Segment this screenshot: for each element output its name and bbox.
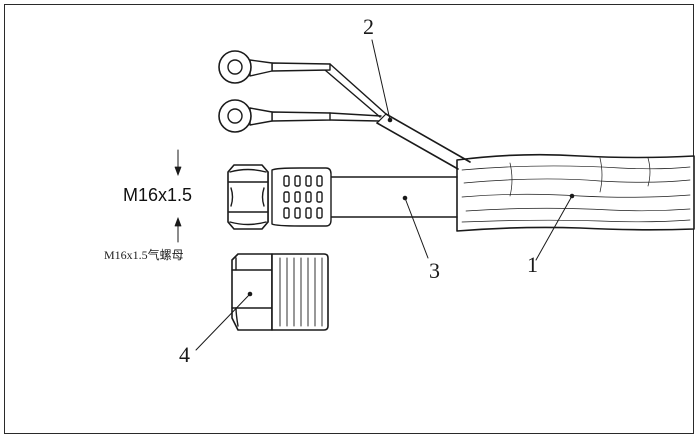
inner-cable bbox=[329, 176, 458, 218]
leader-dots bbox=[247, 117, 575, 297]
ring-terminal-leads bbox=[218, 50, 471, 170]
hex-fitting bbox=[227, 164, 269, 230]
outer-sheath bbox=[456, 153, 695, 232]
callout-3: 3 bbox=[429, 258, 440, 283]
spring-protector bbox=[267, 167, 332, 227]
dimension-label: M16x1.5 bbox=[123, 185, 192, 205]
callout-4: 4 bbox=[179, 342, 190, 367]
leader-lines bbox=[195, 39, 573, 351]
knurled-nut bbox=[231, 253, 329, 331]
dimension-marker bbox=[174, 149, 182, 243]
nut-caption: M16x1.5气螺母 bbox=[104, 247, 184, 262]
callout-2: 2 bbox=[363, 14, 374, 39]
callout-1: 1 bbox=[527, 252, 538, 277]
